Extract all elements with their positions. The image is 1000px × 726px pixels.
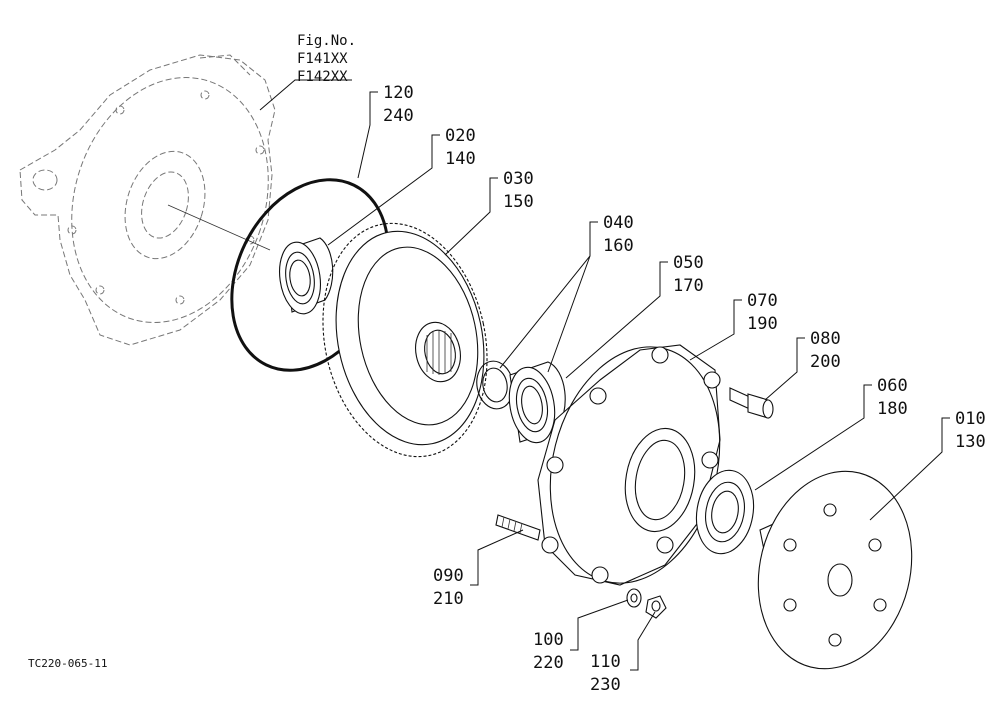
figure-number-2: F142XX <box>297 69 348 85</box>
washer-part <box>626 588 642 608</box>
part-number: 130 <box>955 432 986 452</box>
bolt-part <box>729 387 774 419</box>
part-number: 240 <box>383 106 414 126</box>
part-number: 020 <box>445 126 476 146</box>
part-number: 220 <box>533 653 564 673</box>
part-number: 230 <box>590 675 621 695</box>
callout-080-200: 080 200 <box>810 329 841 372</box>
part-number: 100 <box>533 630 564 650</box>
transmission-housing <box>19 54 276 346</box>
drawing-code: TC220-065-11 <box>28 657 107 670</box>
callout-060-180: 060 180 <box>877 376 908 419</box>
part-number: 150 <box>503 192 534 212</box>
figure-number-1: F141XX <box>297 51 348 67</box>
housing-axis-line <box>167 204 271 251</box>
part-number: 110 <box>590 652 621 672</box>
part-number: 120 <box>383 83 414 103</box>
callout-110-230: 110 230 <box>590 652 621 695</box>
part-number: 210 <box>433 589 464 609</box>
part-number: 200 <box>810 352 841 372</box>
oil-seal-part <box>695 469 755 555</box>
callout-120-240: 120 240 <box>383 83 414 126</box>
callout-030-150: 030 150 <box>503 169 534 212</box>
part-number: 030 <box>503 169 534 189</box>
part-number: 190 <box>747 314 778 334</box>
bearing-part <box>279 237 334 315</box>
part-number: 080 <box>810 329 841 349</box>
leader-lines <box>259 79 950 671</box>
callout-050-170: 050 170 <box>673 253 704 296</box>
part-number: 160 <box>603 236 634 256</box>
part-number: 010 <box>955 409 986 429</box>
callout-020-140: 020 140 <box>445 126 476 169</box>
nut-part <box>645 595 667 619</box>
callout-040-160: 040 160 <box>603 213 634 256</box>
part-number: 060 <box>877 376 908 396</box>
part-number: 170 <box>673 276 704 296</box>
part-number: 050 <box>673 253 704 273</box>
callout-070-190: 070 190 <box>747 291 778 334</box>
figure-title: Fig.No. <box>297 33 356 49</box>
part-number: 040 <box>603 213 634 233</box>
stud-bolt-part <box>495 514 541 541</box>
part-number: 070 <box>747 291 778 311</box>
callout-010-130: 010 130 <box>955 409 986 452</box>
part-number: 090 <box>433 566 464 586</box>
part-number: 140 <box>445 149 476 169</box>
part-number: 180 <box>877 399 908 419</box>
spur-gear-part <box>322 222 488 458</box>
callout-090-210: 090 210 <box>433 566 464 609</box>
bearing-cover-part <box>537 344 721 586</box>
callout-100-220: 100 220 <box>533 630 564 673</box>
axle-flange-part <box>757 470 913 670</box>
